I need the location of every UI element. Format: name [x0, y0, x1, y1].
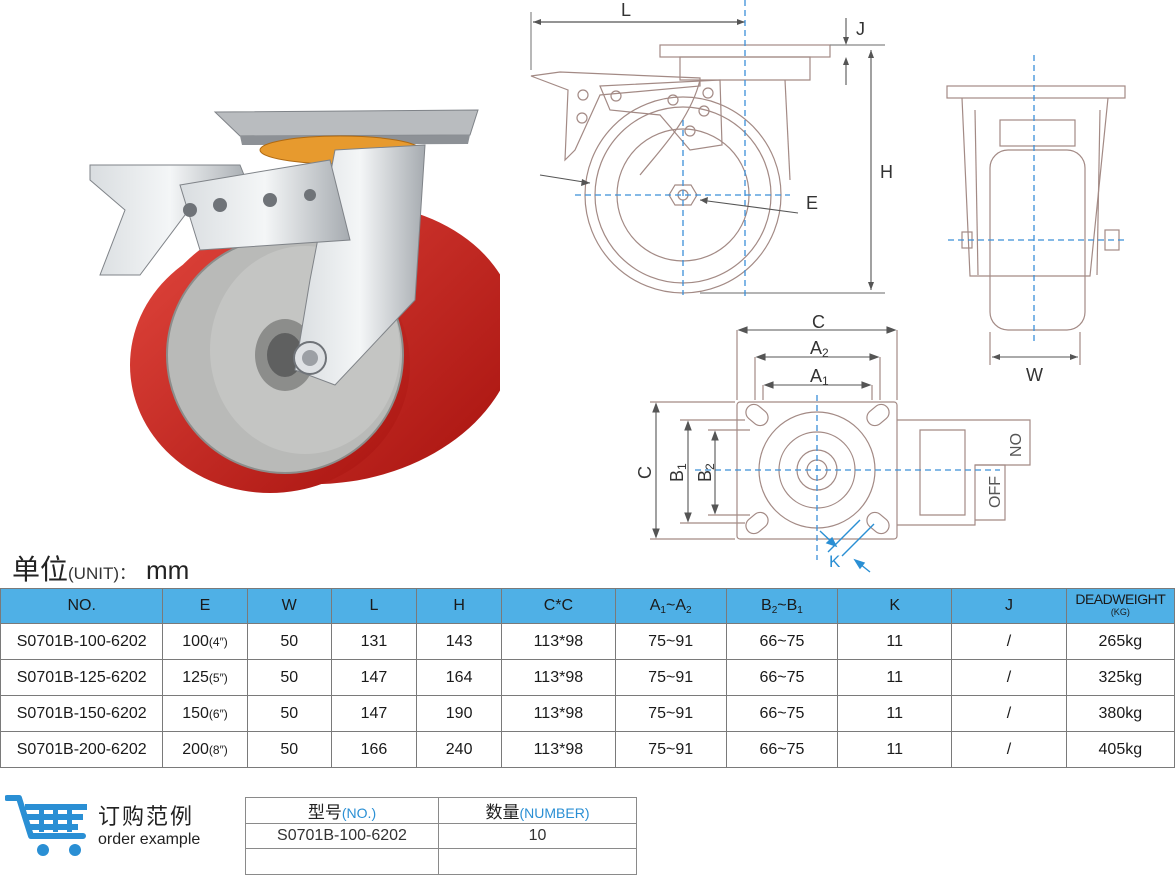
col-header-no: NO.	[0, 588, 164, 624]
cell-b: 66~75	[725, 659, 839, 696]
cell-a: 75~91	[614, 695, 727, 732]
order-header-qty: 数量(NUMBER)	[438, 797, 637, 824]
unit-label: 单位	[12, 554, 69, 585]
cell-a: 75~91	[614, 731, 727, 768]
cell-w: 50	[246, 731, 332, 768]
cell-h: 143	[416, 623, 503, 660]
col-header-cc: C*C	[501, 588, 616, 624]
dim-label-B1: B1	[667, 463, 689, 482]
dim-label-W: W	[1026, 365, 1043, 385]
order-empty-cell	[438, 848, 637, 875]
cell-j: /	[951, 695, 1067, 732]
order-example-subtitle: order example	[98, 831, 201, 848]
col-header-a: A1~A2	[614, 588, 727, 624]
cell-cc: 113*98	[501, 659, 616, 696]
cell-dw: 380kg	[1065, 695, 1175, 732]
brake-off-label: OFF	[987, 476, 1004, 508]
cell-j: /	[951, 731, 1067, 768]
col-header-h: H	[416, 588, 503, 624]
front-view-drawing: W	[946, 55, 1128, 385]
dim-label-A2: A2	[810, 338, 829, 360]
cell-l: 131	[330, 623, 418, 660]
cell-b: 66~75	[725, 731, 839, 768]
dim-label-K: K	[829, 552, 841, 571]
col-header-j: J	[951, 588, 1067, 624]
col-header-l: L	[330, 588, 418, 624]
dim-label-E: E	[806, 193, 818, 213]
cell-no: S0701B-100-6202	[0, 623, 164, 660]
col-header-w: W	[246, 588, 332, 624]
order-table-row: S0701B-100-6202 10	[245, 823, 637, 849]
cell-k: 11	[837, 659, 953, 696]
cell-w: 50	[246, 623, 332, 660]
cell-e: 100(4″)	[162, 623, 248, 660]
cell-dw: 265kg	[1065, 623, 1175, 660]
shopping-cart-icon	[5, 795, 87, 856]
cell-w: 50	[246, 659, 332, 696]
cell-e: 125(5″)	[162, 659, 248, 696]
dim-label-H: H	[880, 162, 893, 182]
cell-a: 75~91	[614, 659, 727, 696]
col-header-k: K	[837, 588, 953, 624]
unit-line: 单位(UNIT)： mm	[12, 548, 189, 588]
top-view-drawing: C A2 A1 C B1 B2 K ON OFF	[635, 312, 1031, 573]
cell-k: 11	[837, 695, 953, 732]
col-header-e: E	[162, 588, 248, 624]
cell-no: S0701B-125-6202	[0, 659, 164, 696]
cell-l: 166	[330, 731, 418, 768]
unit-value: mm	[146, 555, 190, 585]
cell-e: 150(6″)	[162, 695, 248, 732]
side-view-drawing: L J H E	[530, 0, 893, 300]
cell-b: 66~75	[725, 623, 839, 660]
order-table-empty-row	[245, 848, 637, 875]
cell-k: 11	[837, 623, 953, 660]
cell-k: 11	[837, 731, 953, 768]
cell-l: 147	[330, 659, 418, 696]
dim-label-C-left: C	[635, 466, 655, 479]
cell-l: 147	[330, 695, 418, 732]
dim-label-A1: A1	[810, 366, 829, 388]
cell-no: S0701B-150-6202	[0, 695, 164, 732]
cell-h: 240	[416, 731, 503, 768]
cell-j: /	[951, 623, 1067, 660]
cell-dw: 405kg	[1065, 731, 1175, 768]
order-example-title: 订购范例	[98, 804, 195, 829]
cell-no: S0701B-200-6202	[0, 731, 164, 768]
order-qty-cell: 10	[438, 823, 637, 849]
col-header-b: B2~B1	[725, 588, 839, 624]
cell-cc: 113*98	[501, 623, 616, 660]
order-empty-cell	[245, 848, 439, 875]
spec-table: NO. E W L H C*C A1~A2 B2~B1 K J DEADWEIG…	[0, 588, 1175, 768]
unit-label-en: (UNIT)：	[68, 564, 136, 583]
order-table-header: 型号(NO.) 数量(NUMBER)	[245, 797, 637, 824]
cell-w: 50	[246, 695, 332, 732]
brake-on-label: ON	[1006, 433, 1023, 457]
caster-product-image	[89, 109, 500, 493]
order-header-model: 型号(NO.)	[245, 797, 439, 824]
dim-label-J: J	[856, 19, 865, 39]
cell-h: 164	[416, 659, 503, 696]
cell-cc: 113*98	[501, 731, 616, 768]
order-model-cell: S0701B-100-6202	[245, 823, 439, 849]
cell-j: /	[951, 659, 1067, 696]
col-header-deadweight: DEADWEIGHT(KG)	[1065, 588, 1175, 624]
cell-a: 75~91	[614, 623, 727, 660]
dim-label-B2: B2	[695, 463, 717, 482]
cell-dw: 325kg	[1065, 659, 1175, 696]
cell-e: 200(8″)	[162, 731, 248, 768]
dim-label-L: L	[621, 0, 631, 20]
cell-cc: 113*98	[501, 695, 616, 732]
spec-table-header: NO. E W L H C*C A1~A2 B2~B1 K J DEADWEIG…	[0, 588, 1175, 624]
dim-label-C-top: C	[812, 312, 825, 332]
cell-h: 190	[416, 695, 503, 732]
cell-b: 66~75	[725, 695, 839, 732]
order-example-table: 型号(NO.) 数量(NUMBER) S0701B-100-6202 10	[245, 797, 637, 875]
